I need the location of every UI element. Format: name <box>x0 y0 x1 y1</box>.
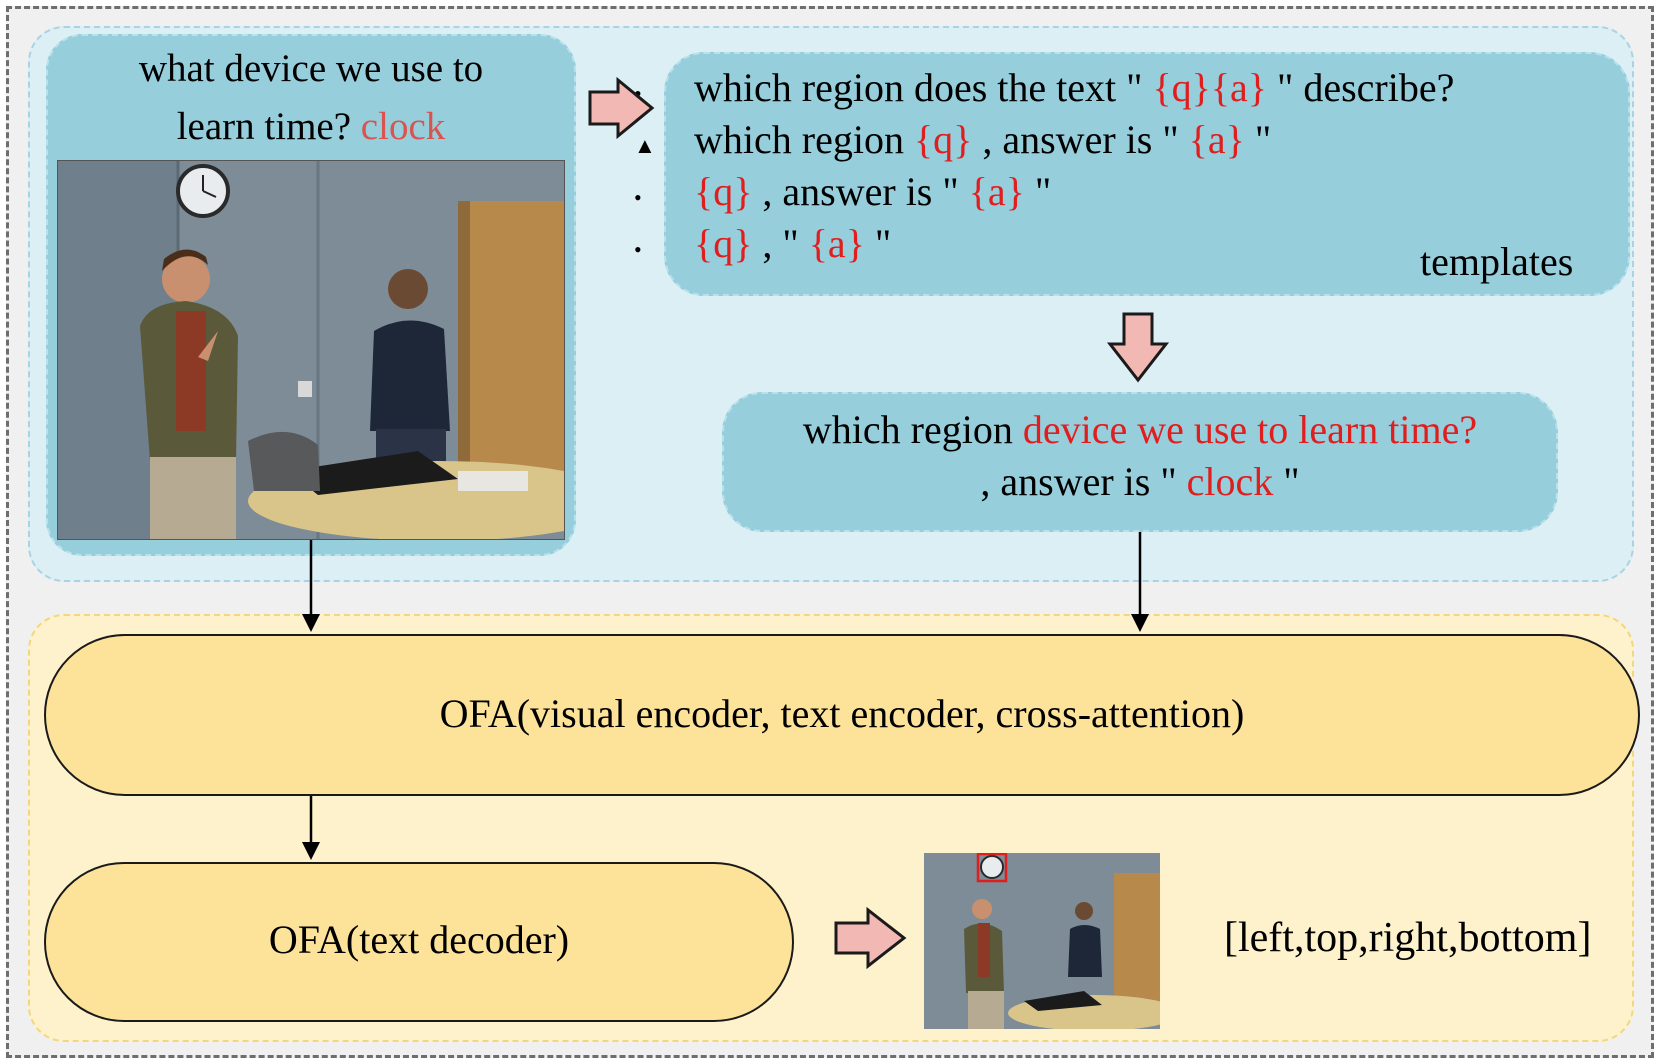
question-line-2: learn time? clock <box>46 98 576 156</box>
pink-arrow-right <box>588 76 655 140</box>
encoder-block <box>44 634 1640 796</box>
pink-arrow-down <box>1106 312 1170 383</box>
triangle-marker: ▲ <box>634 133 656 158</box>
query-prefix: which region <box>802 407 1023 452</box>
encoder-label: OFA(visual encoder, text encoder, cross-… <box>439 691 1245 736</box>
decoder-label: OFA(text decoder) <box>268 917 570 962</box>
template-text: which region does the text " <box>694 65 1153 110</box>
question-text: what device we use to learn time? clock <box>46 40 576 156</box>
templates-caption: templates <box>1420 239 1574 284</box>
bounding-box <box>976 853 1008 883</box>
template-q-slot: {q} <box>1152 65 1211 110</box>
query-question: device we use to learn time? <box>1022 407 1478 452</box>
bullet-marker: • <box>634 81 642 106</box>
template-text: " describe? <box>1267 65 1455 110</box>
template-q-slot: {q} <box>694 169 753 214</box>
template-text: , " <box>752 221 809 266</box>
template-a-slot: {a} <box>808 221 865 266</box>
arrowhead <box>302 842 320 860</box>
query-answer-suffix: " <box>1273 459 1300 504</box>
query-card <box>722 392 1558 532</box>
clock-icon <box>980 855 1004 879</box>
template-line-4: • {q} , " {a} " <box>634 220 891 267</box>
output-coordinates-label: [left,top,right,bottom] <box>1224 915 1592 961</box>
query-line-1: which region device we use to learn time… <box>722 406 1558 453</box>
template-a-slot: {a} <box>968 169 1025 214</box>
question-answer: clock <box>360 105 446 148</box>
pink-arrow-right <box>834 906 907 970</box>
output-photo <box>924 853 1160 1029</box>
template-a-slot: {a} <box>1210 65 1267 110</box>
template-text: , answer is " <box>972 117 1189 162</box>
template-q-slot: {q} <box>694 221 753 266</box>
question-line-1: what device we use to <box>138 47 484 90</box>
template-text: " <box>864 221 892 266</box>
template-text: which region <box>694 117 914 162</box>
decoder-block <box>44 862 794 1022</box>
bullet-marker: • <box>634 185 642 210</box>
input-photo <box>57 160 565 540</box>
templates-card <box>664 52 1630 296</box>
query-answer: clock <box>1186 459 1274 504</box>
template-text: , answer is " <box>752 169 969 214</box>
bullet-marker: • <box>634 237 642 262</box>
arrowhead <box>302 614 320 632</box>
template-a-slot: {a} <box>1188 117 1245 162</box>
template-q-slot: {q} <box>913 117 973 162</box>
template-line-2: ▲ which region {q} , answer is " {a} " <box>634 116 1271 163</box>
template-text: " <box>1024 169 1052 214</box>
query-line-2: , answer is " clock " <box>722 458 1558 505</box>
template-line-1: • which region does the text " {q}{a} " d… <box>634 64 1454 111</box>
arrowhead <box>1131 614 1149 632</box>
template-text: " <box>1244 117 1272 162</box>
question-line-2-text: learn time? <box>176 105 352 148</box>
template-line-3: • {q} , answer is " {a} " <box>634 168 1051 215</box>
query-answer-prefix: , answer is " <box>980 459 1187 504</box>
